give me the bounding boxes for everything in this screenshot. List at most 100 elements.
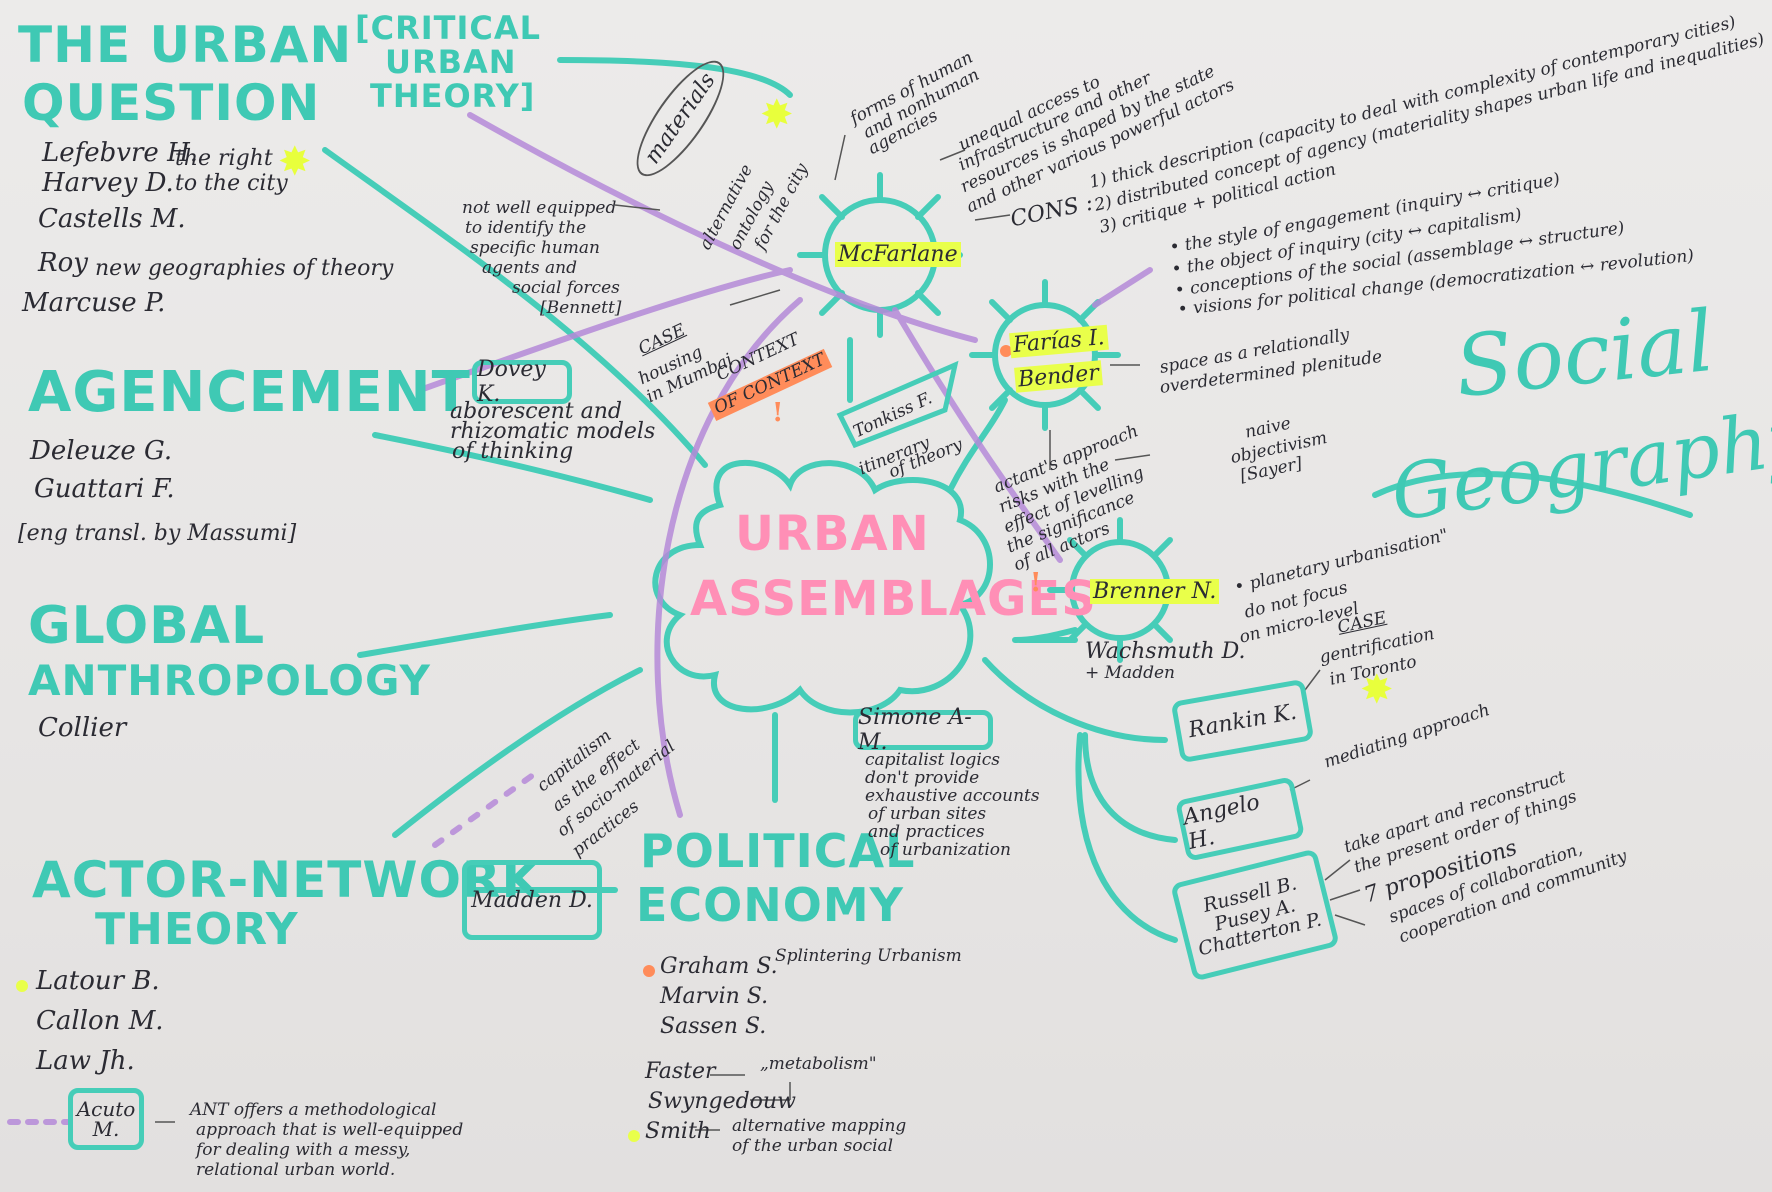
splintering-urbanism: Splintering Urbanism xyxy=(775,946,962,966)
exclamation-icon: ! xyxy=(1030,568,1042,598)
massumi-translation: [eng transl. by Massumi] xyxy=(18,521,297,546)
not-well-note-5: social forces xyxy=(512,278,620,298)
social-geography-swash xyxy=(1372,470,1693,518)
box-tonkiss xyxy=(836,360,959,449)
center-cloud-outline xyxy=(652,459,993,716)
author-castells: Castells M. xyxy=(38,204,186,234)
author-harvey: Harvey D. xyxy=(42,168,174,198)
arrow-ant xyxy=(392,667,643,838)
acuto-note-1: ANT offers a methodological xyxy=(190,1100,437,1120)
simone-note-6: of urbanization xyxy=(880,840,1011,860)
dovey-note-3: of thinking xyxy=(452,439,574,464)
center-title-line2: ASSEMBLAGES xyxy=(690,571,1097,627)
metabolism-note: „metabolism" xyxy=(760,1054,877,1074)
smith-note-2: of the urban social xyxy=(732,1136,894,1156)
author-marvin: Marvin S. xyxy=(660,984,769,1009)
author-marcuse: Marcuse P. xyxy=(22,288,166,318)
wachsmuth-name: Wachsmuth D. xyxy=(1085,639,1246,664)
simone-note-5: and practices xyxy=(868,822,985,842)
arrow-center-brenner xyxy=(1012,627,1078,643)
dovey-box: Dovey K. xyxy=(472,357,572,407)
author-swyngedouw: Swyngedouw xyxy=(648,1089,796,1114)
not-well-note-1: not well equipped xyxy=(462,198,617,218)
author-collier: Collier xyxy=(38,713,127,743)
center-title-line1: URBAN xyxy=(735,506,930,562)
author-faster: Faster xyxy=(645,1059,716,1084)
not-well-note-2: to identify the xyxy=(465,218,587,238)
purple-arrow-mcfarlane-brenner xyxy=(892,307,1063,563)
yellow-dot-icon xyxy=(16,980,28,992)
exclamation-icon-context: ! xyxy=(772,398,784,428)
acuto-name: Acuto xyxy=(76,1097,136,1121)
purple-arrow-urbanq-farias xyxy=(467,112,978,343)
dovey-note-2: rhizomatic models xyxy=(450,419,656,444)
purple-dots-ant xyxy=(432,767,543,848)
orange-dot-icon-farias xyxy=(1000,345,1012,357)
political-economy-title-line2: ECONOMY xyxy=(636,878,904,932)
urban-question-title-line2: QUESTION xyxy=(22,74,321,132)
dovey-name: Dovey K. xyxy=(477,357,546,407)
orange-dot-icon xyxy=(643,965,655,977)
simone-note-2: don't provide xyxy=(865,768,980,788)
author-deleuze: Deleuze G. xyxy=(30,436,173,466)
author-latour: Latour B. xyxy=(36,966,160,996)
author-lefebvre: Lefebvre H. xyxy=(42,138,199,168)
purple-arrow-capitalism xyxy=(654,297,803,818)
burst-rays xyxy=(797,172,1193,663)
smith-note-1: alternative mapping xyxy=(732,1116,907,1136)
yellow-dot-icon-smith xyxy=(628,1130,640,1142)
mcfarlane-name: McFarlane xyxy=(835,242,961,267)
acuto-note-4: relational urban world. xyxy=(196,1160,396,1180)
simone-note-3: exhaustive accounts xyxy=(865,786,1040,806)
madden-box: Madden D. xyxy=(462,860,602,940)
acuto-note-2: approach that is well-equipped xyxy=(196,1120,464,1140)
star-icon-rankin: ✸ xyxy=(1360,667,1394,713)
mcfarlane-label: McFarlane xyxy=(835,242,961,267)
arrow-urban-question xyxy=(322,147,708,468)
not-well-note-6: [Bennett] xyxy=(540,298,622,318)
madden-name: Madden D. xyxy=(471,887,593,913)
author-roy: Roy xyxy=(38,248,88,278)
acuto-note-3: for dealing with a messy, xyxy=(196,1140,411,1160)
right-to-city-line1: the right xyxy=(175,146,273,171)
arrow-rankin xyxy=(982,657,1168,743)
author-sassen: Sassen S. xyxy=(660,1014,767,1039)
brenner-label: Brenner N. xyxy=(1090,579,1220,604)
arrow-angelo xyxy=(1082,732,1178,843)
arrow-global-anthropology xyxy=(357,612,613,658)
acuto-box: Acuto M. xyxy=(68,1088,144,1150)
roy-note: new geographies of theory xyxy=(95,256,394,281)
rankin-name: Rankin K. xyxy=(1186,699,1299,743)
right-to-city-line2: to the city xyxy=(175,171,288,196)
arrow-russell xyxy=(1075,732,1178,943)
author-graham: Graham S. xyxy=(660,954,778,979)
global-anthropology-title-line1: GLOBAL xyxy=(28,596,266,656)
political-economy-title-line1: POLITICAL xyxy=(640,824,916,878)
madden-plus: + Madden xyxy=(1085,663,1175,683)
agencement-title: AGENCEMENT xyxy=(28,360,471,425)
author-callon: Callon M. xyxy=(36,1006,164,1036)
critical-theory-line1: [CRITICAL xyxy=(355,9,542,47)
ant-title-line1: ACTOR-NETWORK xyxy=(32,851,542,909)
dovey-note-1: aborescent and xyxy=(450,399,622,424)
critical-theory-line3: THEORY] xyxy=(370,77,536,115)
arrow-agencement xyxy=(372,432,653,503)
not-well-note-3: specific human xyxy=(470,238,600,258)
not-well-note-4: agents and xyxy=(482,258,577,278)
thin-arrows xyxy=(155,134,1366,1131)
brenner-name: Brenner N. xyxy=(1090,579,1220,604)
arrow-critical-theory xyxy=(557,57,793,98)
author-smith: Smith xyxy=(645,1119,711,1144)
star-icon: ✸ xyxy=(278,139,312,185)
star-icon-mcfarlane: ✸ xyxy=(760,92,794,138)
ant-title-line2: THEORY xyxy=(95,904,299,955)
critical-theory-line2: URBAN xyxy=(385,43,517,81)
urban-question-title-line1: THE URBAN xyxy=(18,16,353,74)
simone-box: Simone A-M. xyxy=(853,705,993,755)
purple-arrow-farias-bullets xyxy=(1092,267,1153,308)
acuto-initial: M. xyxy=(92,1117,120,1141)
simone-name: Simone A-M. xyxy=(858,705,972,755)
global-anthropology-title-line2: ANTHROPOLOGY xyxy=(28,656,431,705)
